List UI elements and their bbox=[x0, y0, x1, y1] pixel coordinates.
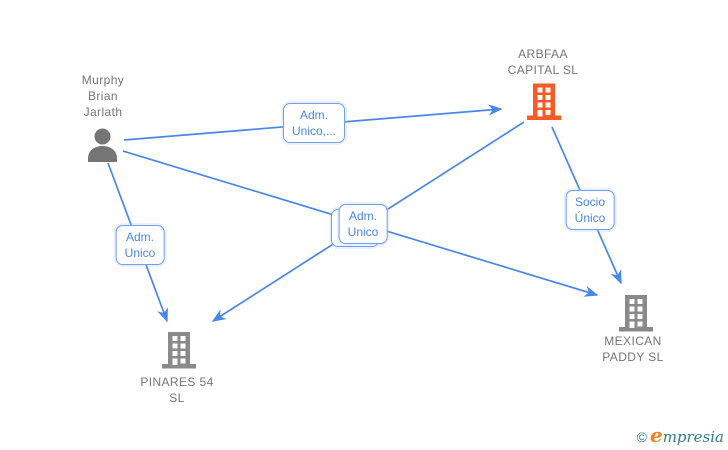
person-icon[interactable] bbox=[84, 127, 121, 165]
building-icon-arbfaa[interactable] bbox=[524, 81, 564, 122]
person-name[interactable]: Murphy Brian Jarlath bbox=[81, 73, 125, 119]
brand-logo-text: mpresia bbox=[662, 428, 724, 446]
building-icon-mexican[interactable] bbox=[616, 294, 656, 332]
edge-label-adm-unico-top: Adm. Unico,... bbox=[282, 103, 346, 143]
empresia-watermark: ©empresia bbox=[637, 423, 724, 447]
building-icon-pinares[interactable] bbox=[159, 331, 199, 369]
edge-label-adm-unico-mid: Adm. Unico bbox=[338, 204, 388, 244]
company-name-pinares[interactable]: PINARES 54 SL bbox=[140, 375, 214, 405]
company-name-arbfaa[interactable]: ARBFAA CAPITAL SL bbox=[507, 47, 579, 77]
brand-logo-e: e bbox=[649, 423, 663, 447]
edge-label-adm-unico-left: Adm. Unico bbox=[115, 225, 165, 265]
edge-label-socio-unico: Socio Único bbox=[565, 190, 615, 230]
company-name-mexican[interactable]: MEXICAN PADDY SL bbox=[602, 334, 664, 364]
copyright-icon: © bbox=[636, 429, 647, 445]
